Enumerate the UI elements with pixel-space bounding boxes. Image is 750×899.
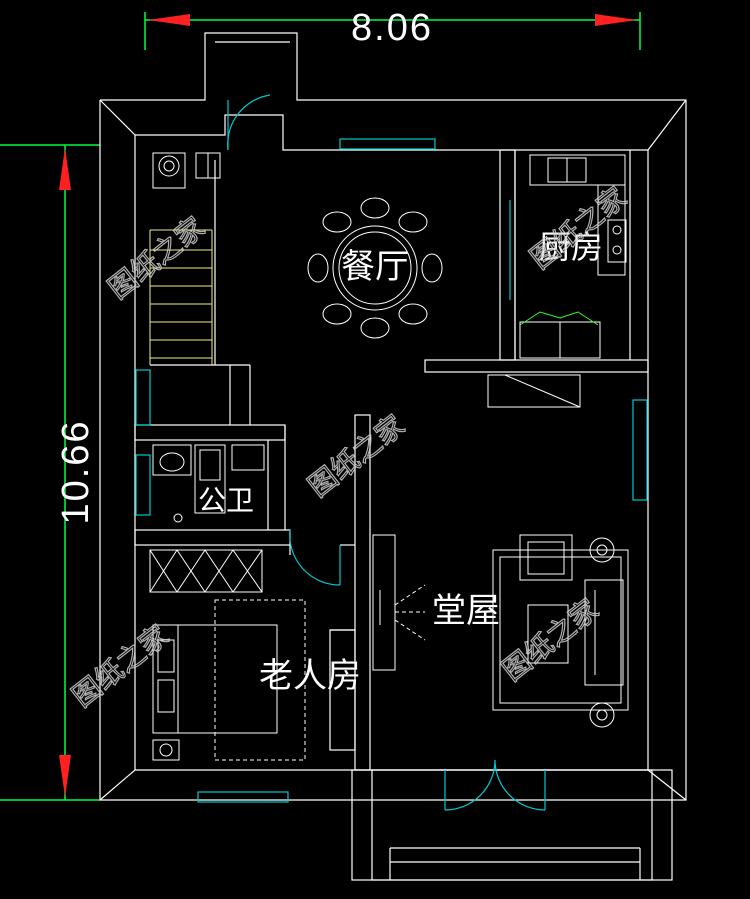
chair-icon: [421, 253, 443, 283]
height-dimension-label: 10.66: [55, 419, 97, 524]
window-right: [632, 399, 648, 501]
bathroom-fixtures: [152, 444, 265, 523]
chair-icon: [322, 211, 352, 233]
lamp-icon: [589, 537, 615, 563]
window-bath: [135, 454, 151, 516]
width-dimension-label: 8.06: [351, 7, 433, 49]
stair-closet: [487, 374, 581, 408]
windows: [135, 138, 648, 803]
dimension-height: 10.66: [0, 144, 100, 801]
staircase: [149, 229, 213, 365]
kitchen-fixtures: [519, 154, 627, 359]
shower-icon: [199, 449, 221, 481]
stove-icon: [607, 219, 627, 263]
utility-fixtures: [152, 152, 221, 189]
window-top: [339, 138, 436, 150]
chair-icon: [307, 253, 329, 283]
watermark: 图纸之家: [302, 409, 411, 504]
window-left: [135, 369, 151, 426]
front-porch: [351, 769, 673, 881]
dining-table: [307, 197, 443, 339]
lamp-icon: [589, 702, 615, 728]
doors: [227, 94, 546, 811]
room-label-kitchen: 厨房: [539, 228, 603, 266]
watermark: 图纸之家: [102, 211, 211, 306]
bedroom-furniture: [149, 549, 306, 761]
chair-icon: [398, 303, 428, 325]
chair-icon: [322, 303, 352, 325]
arrow-right-icon: [595, 14, 637, 26]
chair-icon: [360, 197, 390, 219]
coffee-table: [527, 604, 569, 664]
chair-icon: [398, 211, 428, 233]
arrow-up-icon: [59, 148, 71, 190]
arrow-down-icon: [59, 755, 71, 797]
armchair: [519, 534, 573, 581]
washer-icon: [158, 155, 180, 177]
room-label-elder-bedroom: 老人房: [259, 656, 361, 696]
window-bottom: [197, 791, 289, 803]
sofa: [584, 579, 624, 686]
exterior-walls: [99, 32, 687, 801]
living-furniture: [372, 534, 629, 728]
wardrobe: [149, 549, 263, 593]
arrow-left-icon: [148, 14, 190, 26]
dimension-width: 8.06: [144, 7, 641, 50]
interior-walls: [134, 149, 649, 771]
chair-icon: [360, 317, 390, 339]
room-label-living: 堂屋: [432, 591, 500, 631]
room-label-dining: 餐厅: [341, 247, 409, 287]
tv-cabinet: [372, 534, 396, 671]
toilet-icon: [159, 452, 185, 472]
watermark: 图纸之家: [496, 593, 605, 688]
room-label-bathroom: 公卫: [198, 484, 254, 517]
